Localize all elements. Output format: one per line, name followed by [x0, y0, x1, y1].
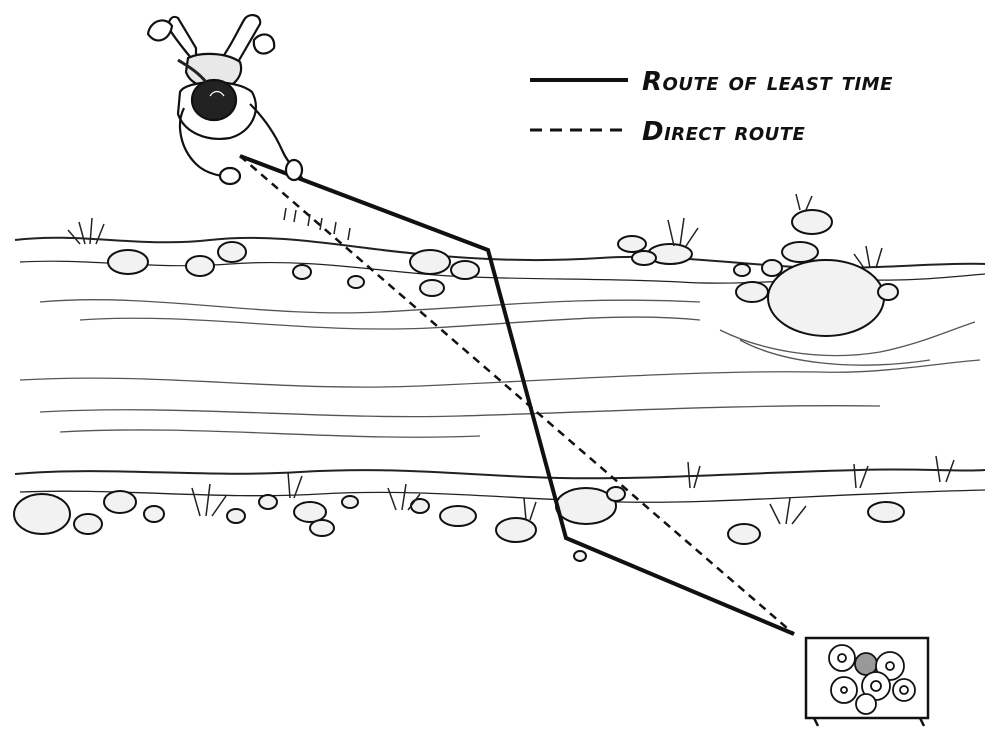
grass-tufts [67, 193, 955, 525]
legend-label-least-time: Route of least time [642, 67, 893, 97]
river-water [19, 299, 981, 438]
ground-marks [283, 207, 351, 241]
far-stones [13, 486, 905, 562]
donut-box [804, 636, 930, 727]
legend-label-direct: Direct route [642, 117, 806, 147]
legend: Route of least time Direct route [530, 67, 893, 147]
route-least-time [239, 154, 795, 636]
far-bank [14, 468, 986, 503]
route-direct [239, 155, 795, 635]
runner-figure [146, 14, 304, 186]
near-stones [107, 209, 899, 337]
